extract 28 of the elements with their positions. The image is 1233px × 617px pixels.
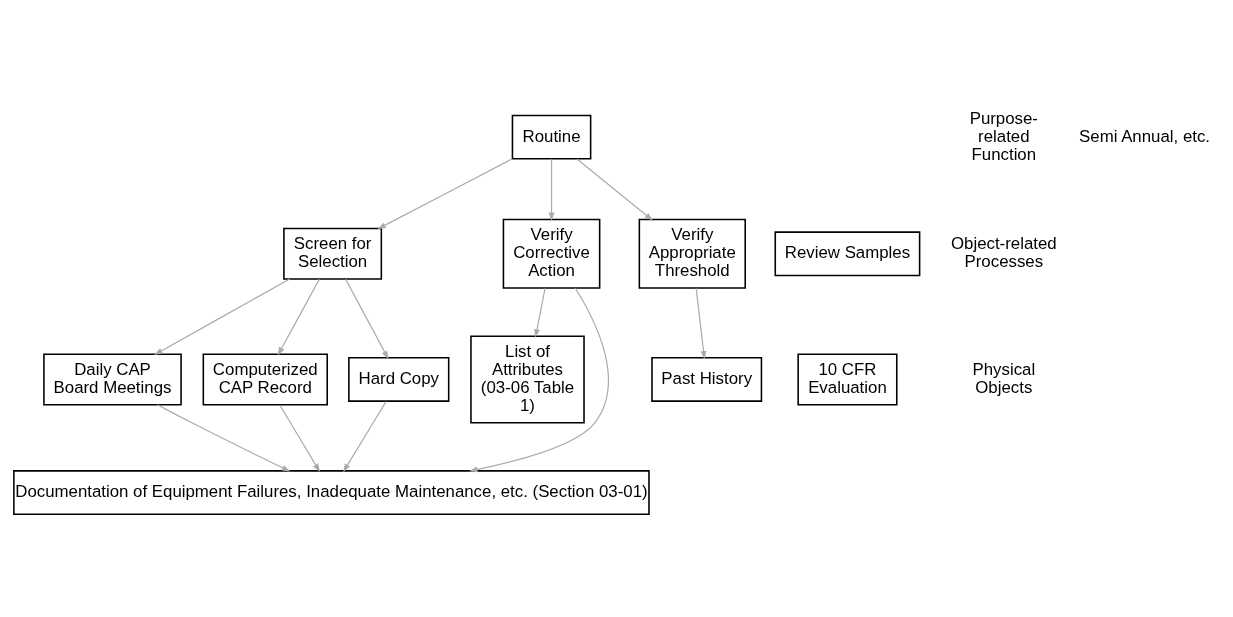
- node-box: Routine: [511, 114, 592, 160]
- label: Purpose-related Function: [969, 108, 1038, 164]
- arrow: [277, 278, 320, 356]
- node-box: Verify Corrective Action: [502, 218, 601, 289]
- label: Object-related Processes: [950, 234, 1057, 272]
- node-box: List of Attributes (03-06 Table 1): [470, 335, 585, 424]
- arrow: [279, 404, 320, 473]
- arrow: [154, 278, 291, 355]
- node-box: Verify Appropriate Threshold: [638, 218, 746, 289]
- node-box: 10 CFR Evaluation: [797, 353, 898, 406]
- node-box: Hard Copy: [348, 357, 450, 402]
- node-box: Documentation of Equipment Failures, Inadequate Maintenance, etc. (Section 03-01): [13, 470, 650, 515]
- arrow: [576, 158, 653, 221]
- arrow: [343, 400, 387, 473]
- arrow: [548, 158, 555, 221]
- label: Physical Objects: [972, 359, 1036, 397]
- arrow: [695, 287, 707, 360]
- arrow: [469, 287, 610, 473]
- node-box: Screen for Selection: [283, 227, 383, 280]
- node-box: Past History: [651, 357, 763, 402]
- arrow: [156, 404, 291, 472]
- node-box: Review Samples: [774, 231, 921, 277]
- arrow: [534, 287, 546, 338]
- label: Semi Annual, etc.: [1079, 126, 1211, 146]
- arrow: [345, 278, 389, 360]
- node-box: Computerized CAP Record: [202, 353, 328, 406]
- arrow: [377, 158, 513, 230]
- node-box: Daily CAP Board Meetings: [43, 353, 182, 406]
